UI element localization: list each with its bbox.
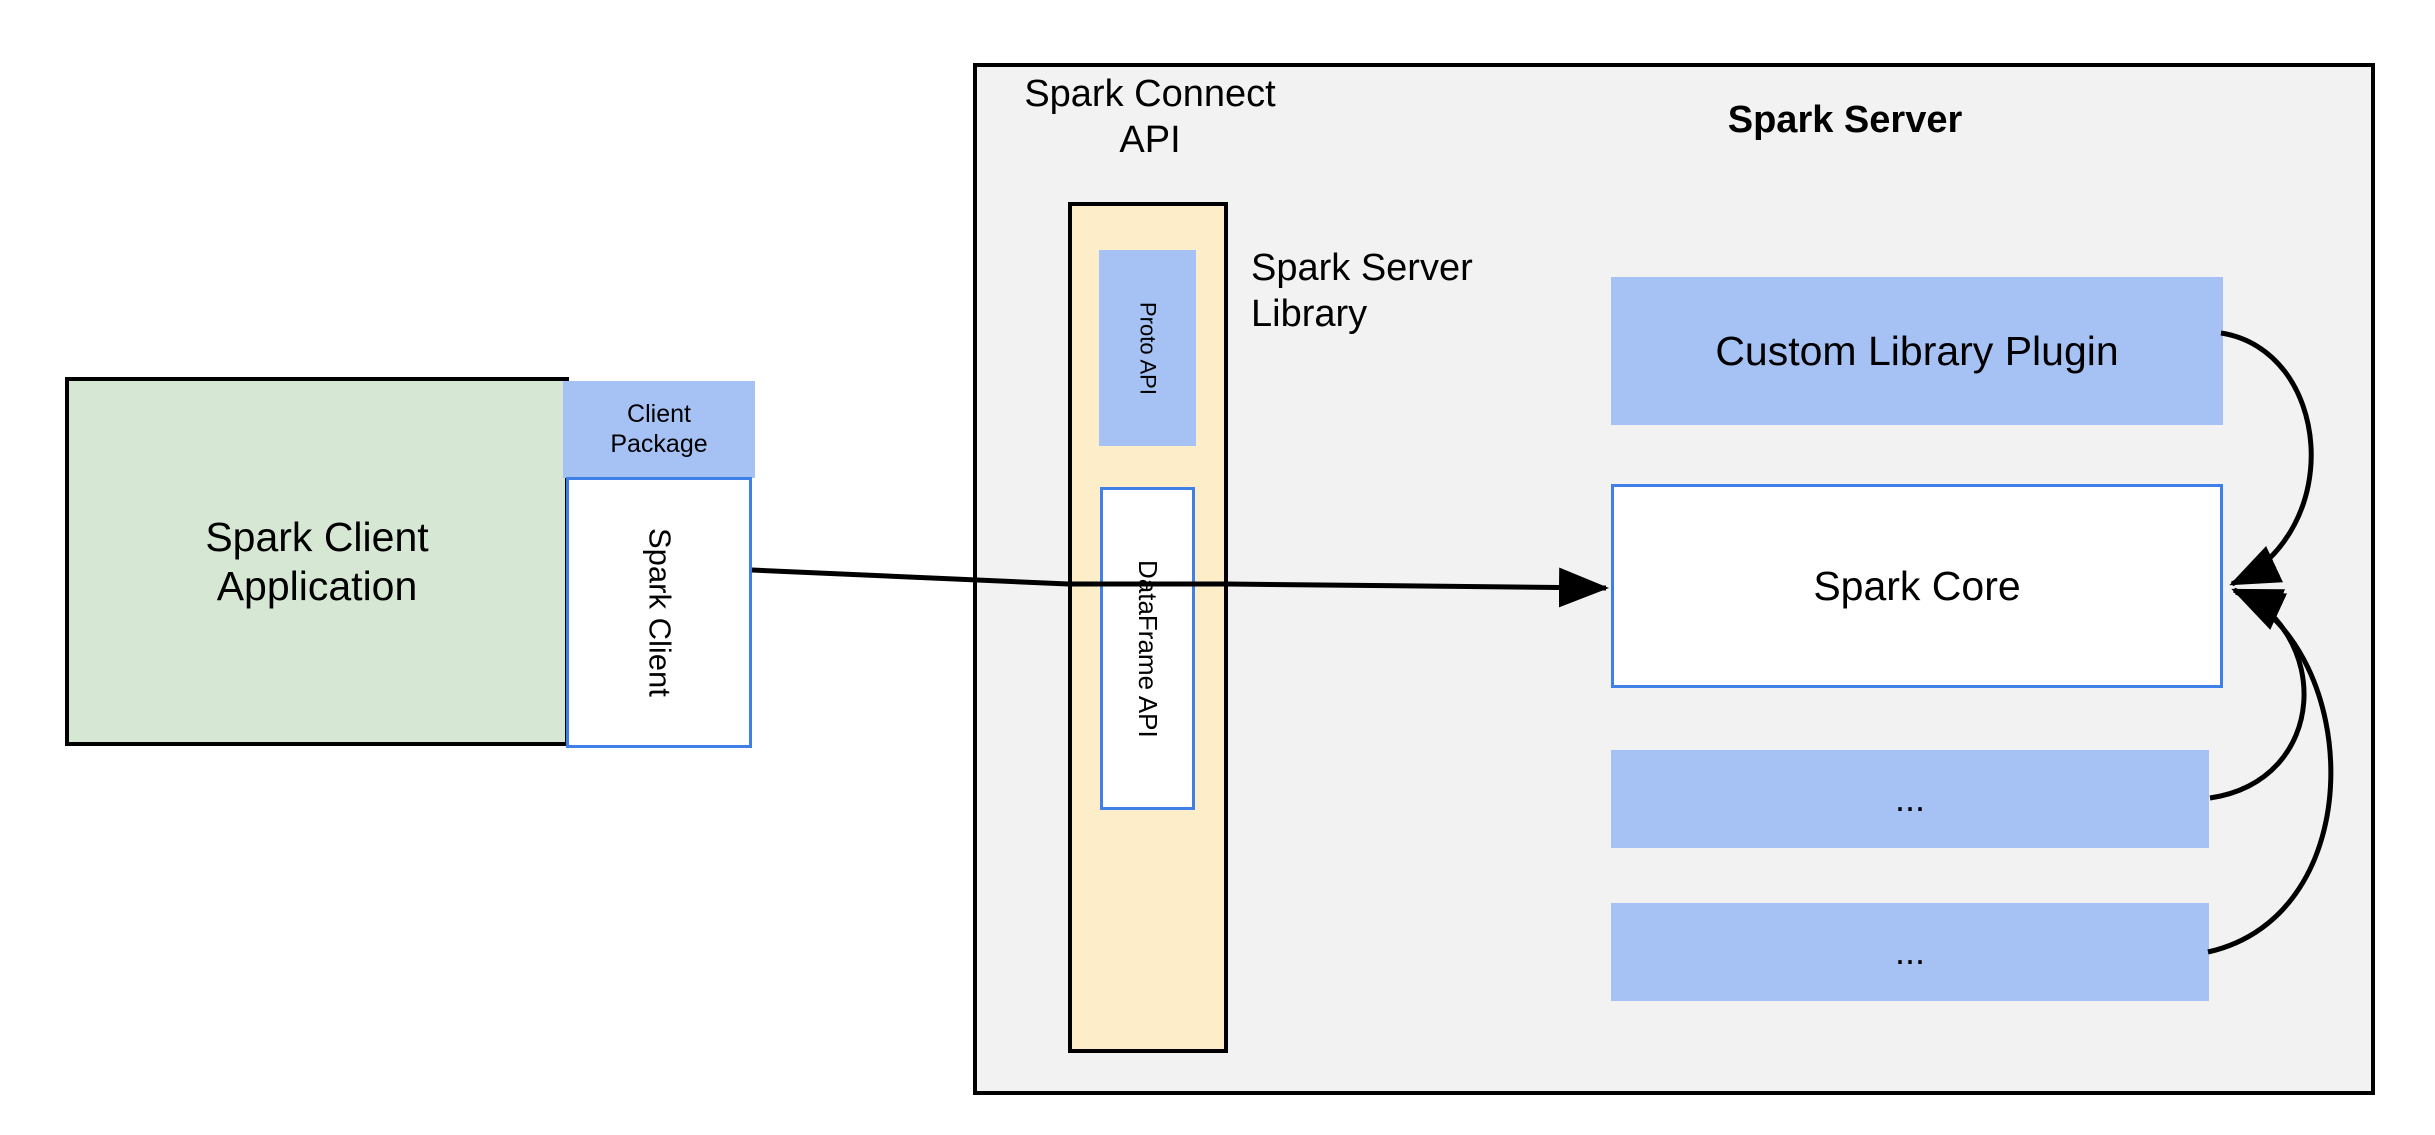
client-package-label: Client Package — [610, 400, 708, 458]
spark-client-application-box[interactable]: Spark Client Application — [65, 377, 569, 746]
spark-client-label: Spark Client — [642, 528, 678, 697]
placeholder-component-label-2: ... — [1894, 930, 1925, 972]
client-package-box[interactable]: Client Package — [563, 381, 755, 478]
spark-server-library-label: Spark Server Library — [1251, 247, 1473, 335]
dataframe-api-box[interactable]: DataFrame API — [1100, 487, 1195, 810]
placeholder-component-label-1: ... — [1894, 777, 1925, 819]
custom-library-plugin-label: Custom Library Plugin — [1715, 327, 2119, 374]
spark-core-label: Spark Core — [1813, 562, 2021, 609]
spark-client-application-label: Spark Client Application — [205, 514, 429, 609]
proto-api-label: Proto API — [1135, 301, 1161, 395]
placeholder-component-box-1[interactable]: ... — [1611, 750, 2209, 848]
custom-library-plugin-box[interactable]: Custom Library Plugin — [1611, 277, 2223, 425]
proto-api-box[interactable]: Proto API — [1099, 250, 1196, 446]
spark-server-title: Spark Server — [1727, 99, 1963, 141]
spark-connect-api-label: Spark Connect API — [1024, 73, 1276, 161]
dataframe-api-label: DataFrame API — [1132, 559, 1163, 738]
placeholder-component-box-2[interactable]: ... — [1611, 903, 2209, 1001]
spark-core-box[interactable]: Spark Core — [1611, 484, 2223, 688]
spark-client-box[interactable]: Spark Client — [566, 477, 752, 748]
